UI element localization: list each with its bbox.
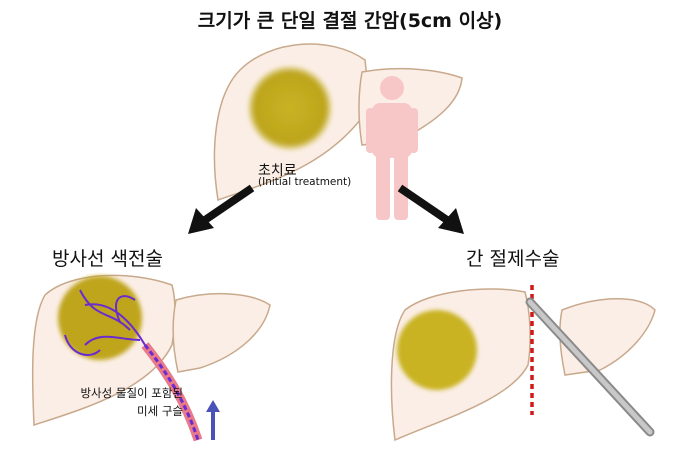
radioembolization-heading: 방사선 색전술	[52, 248, 163, 270]
initial-treatment-english: (Initial treatment)	[258, 176, 352, 188]
arrow-up-icon	[206, 400, 220, 440]
vessel-branches	[64, 289, 146, 356]
microsphere-annotation: 방사성 물질이 포함된 미세 구슬	[40, 384, 183, 420]
scalpel-icon	[525, 297, 655, 437]
radioembolization-liver	[31, 274, 271, 442]
arrow-to-resection	[397, 184, 464, 234]
arrow-to-radioembolization	[188, 184, 255, 234]
person-icon	[366, 76, 418, 220]
diagram-title: 크기가 큰 단일 결절 간암(5cm 이상)	[197, 10, 503, 32]
resection-liver	[390, 285, 656, 442]
tumor	[248, 66, 332, 150]
tumor	[397, 310, 477, 390]
annotation-line-1: 방사성 물질이 포함된	[80, 386, 183, 400]
annotation-line-2: 미세 구슬	[137, 404, 183, 418]
initial-treatment-label: 초치료	[258, 163, 297, 179]
resection-heading: 간 절제수술	[466, 248, 560, 270]
